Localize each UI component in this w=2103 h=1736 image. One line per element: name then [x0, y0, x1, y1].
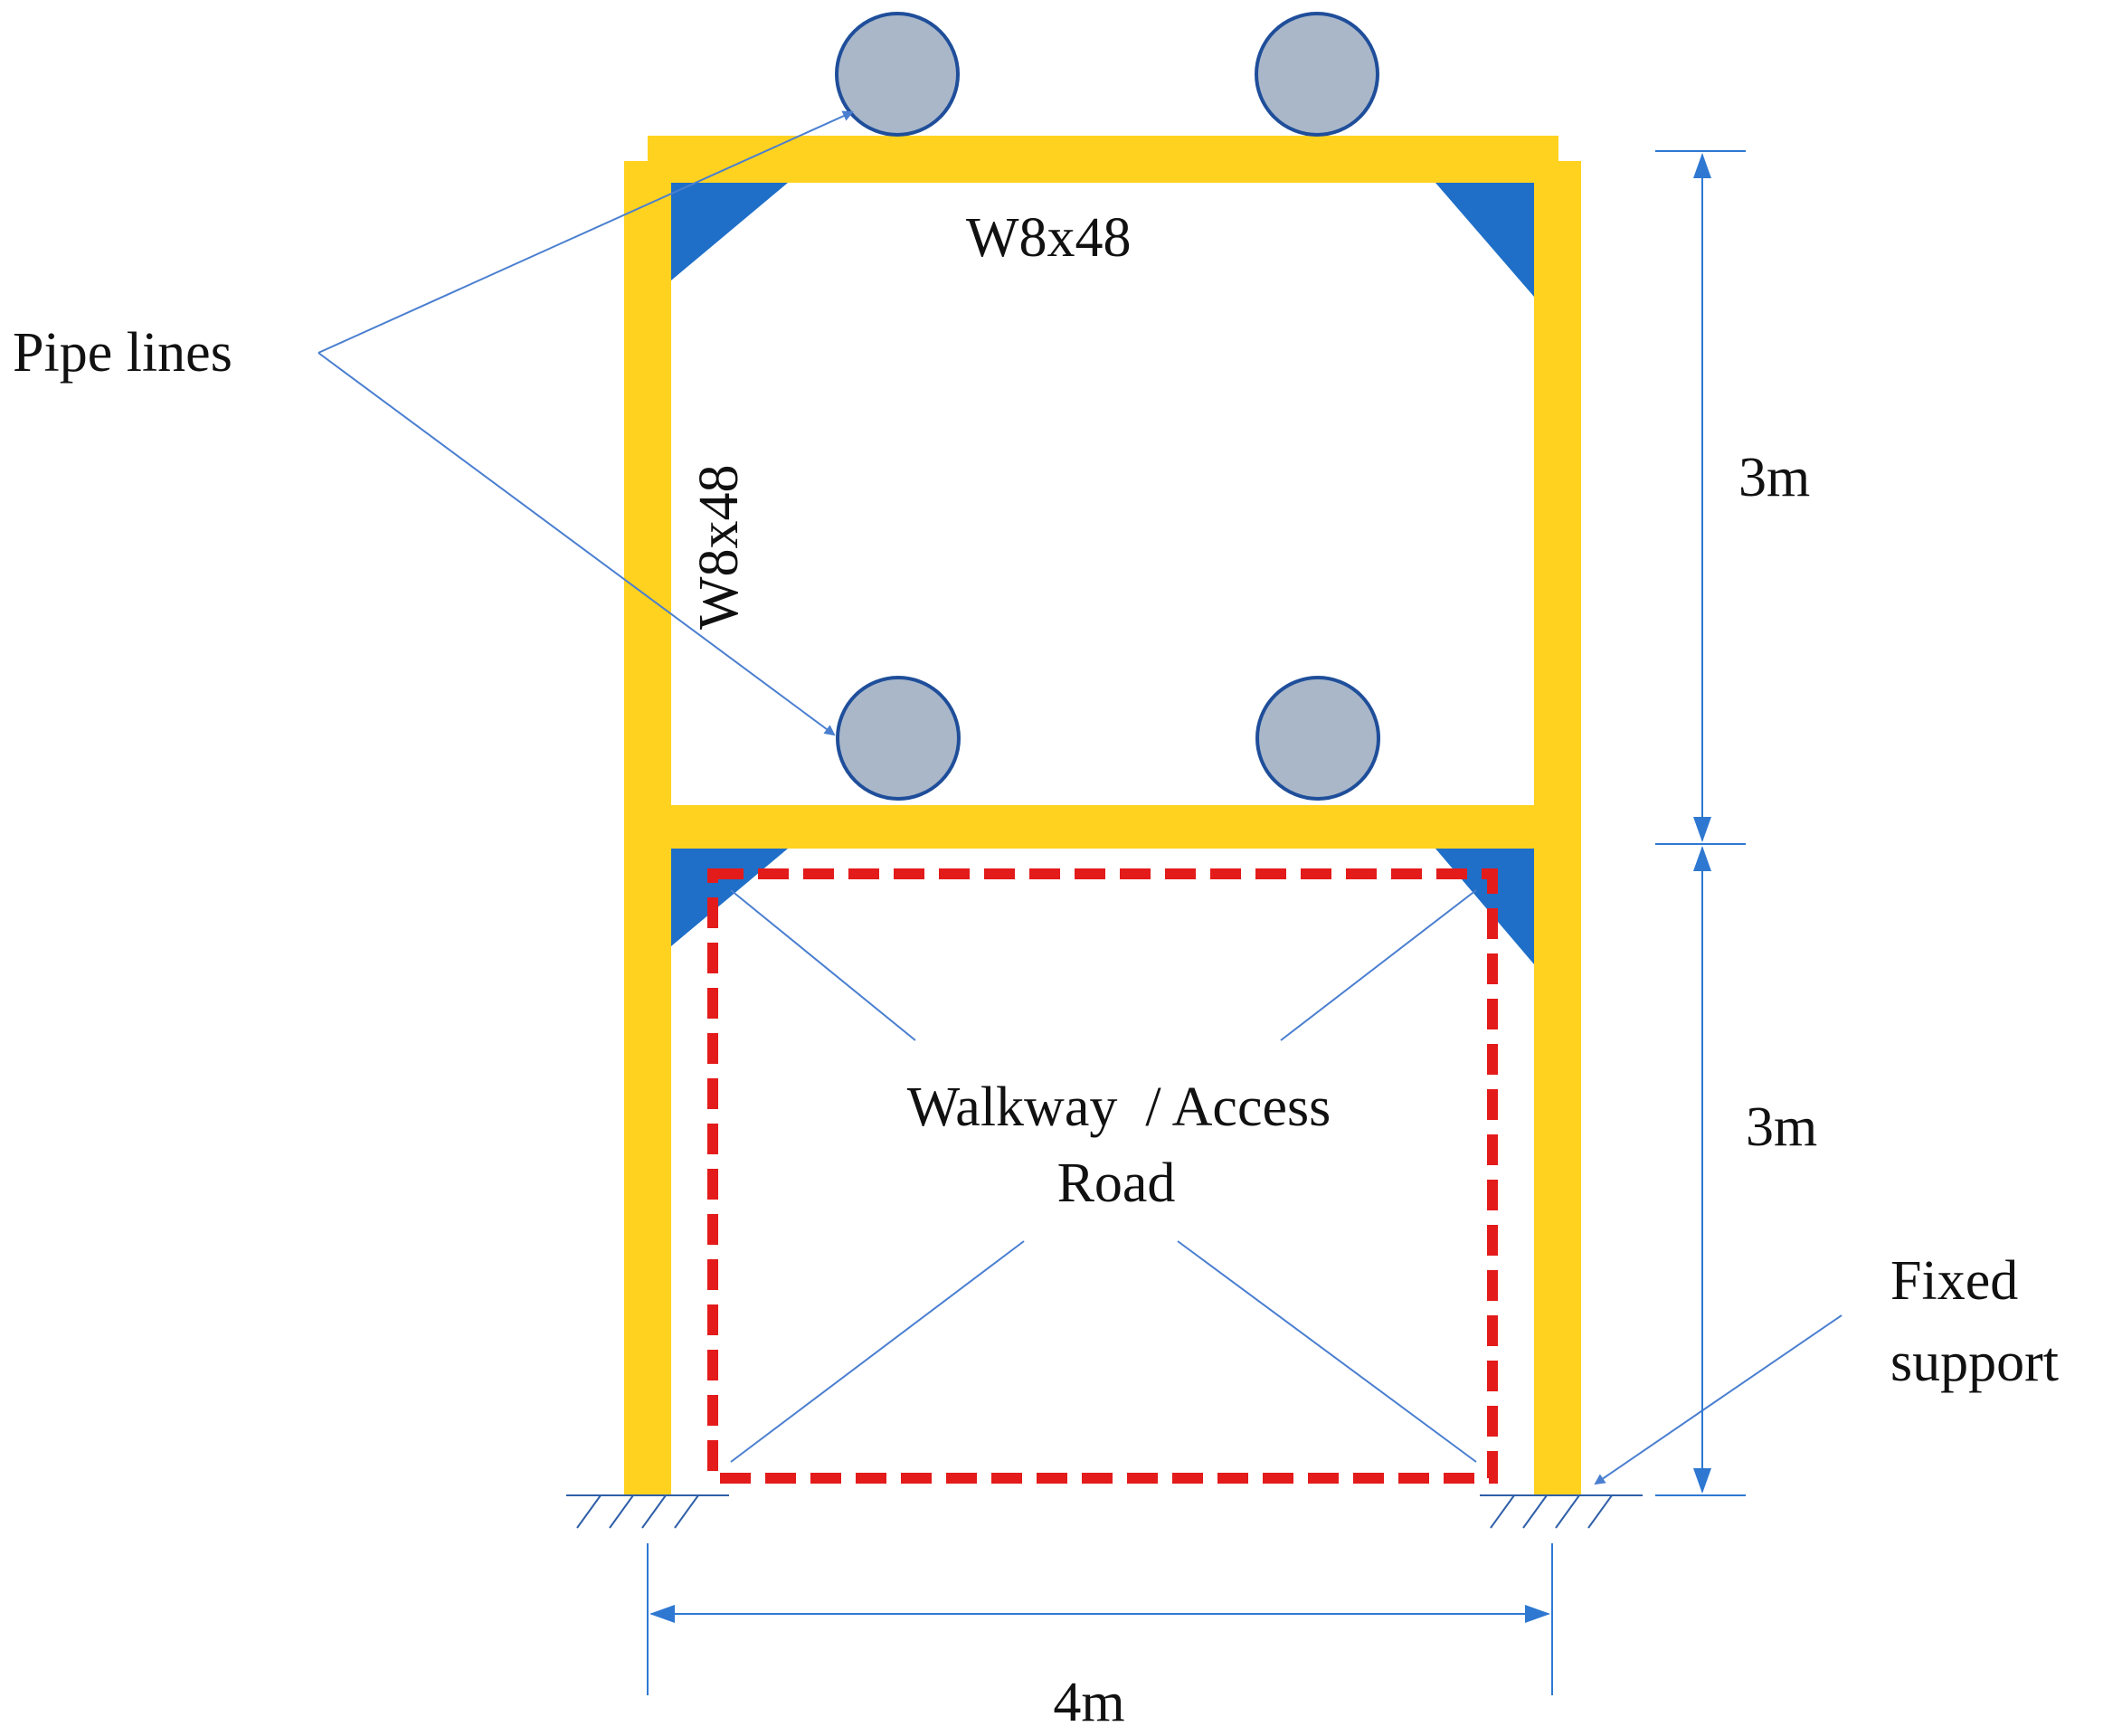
gusset-mid-right: [1435, 849, 1534, 964]
lower-height-dimension-label: 3m: [1746, 1096, 1817, 1158]
right-column: [1534, 161, 1581, 1495]
gusset-top-left: [671, 183, 788, 280]
middle-beam: [671, 805, 1534, 849]
vertical-dimensions: [1655, 150, 1746, 1496]
top-beam: [648, 136, 1558, 183]
gusset-mid-left: [671, 849, 788, 946]
walkway-clearance-box: [707, 868, 1498, 1484]
fixed-support-leader: [1594, 1314, 1842, 1485]
ground-support-left: [566, 1494, 729, 1529]
horizontal-dimension: [647, 1543, 1553, 1695]
upper-height-dimension-label: 3m: [1738, 447, 1810, 508]
frame: [624, 136, 1581, 1495]
pipe-lines-leaders: [317, 110, 854, 736]
column-section-label: W8x48: [688, 464, 750, 630]
pipe-top-left: [835, 12, 960, 137]
pipe-mid-left: [836, 676, 961, 801]
pipe-top-right: [1255, 12, 1379, 137]
pipes: [835, 12, 1380, 801]
width-dimension-label: 4m: [1053, 1672, 1124, 1733]
pipe-lines-label: Pipe lines: [13, 322, 232, 384]
ground-support-right: [1480, 1494, 1643, 1529]
gusset-top-right: [1435, 183, 1534, 297]
walkway-label-line1: Walkway / Access: [907, 1077, 1331, 1138]
pipe-mid-right: [1255, 676, 1380, 801]
walkway-label-line2: Road: [1057, 1153, 1176, 1214]
left-column: [624, 161, 671, 1495]
walkway-leaders: [730, 889, 1477, 1463]
beam-section-label: W8x48: [966, 207, 1132, 269]
fixed-support-label-line1: Fixed: [1890, 1250, 2018, 1312]
fixed-support-label-line2: support: [1890, 1332, 2059, 1393]
